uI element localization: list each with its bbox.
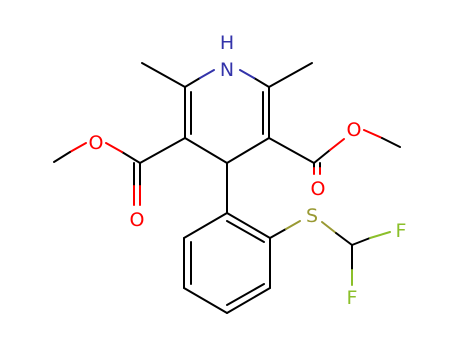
bond-s-chf2-black [335,232,353,246]
bond-left-c-o-black [121,151,141,164]
bond-c6-n-blue [239,69,255,79]
atom-label-o-carbonyl-left: O [130,209,145,231]
bond-c3-c4 [184,137,228,164]
bond-c2-methyl [141,62,186,88]
bond-s-chf2-yellow [321,221,337,234]
bond-ph-s-yellow [285,220,301,230]
atom-label-o-ester-right: O [347,119,362,141]
bond-ph-1 [183,212,228,239]
bond-c5-ester [268,137,315,164]
bonds-oxygen [53,129,401,206]
bond-c2-n-blue [199,69,215,79]
bond-c2-n-black [184,77,201,88]
bond-left-o-me-black [53,151,71,163]
bond-left-o-me-red [69,142,87,153]
atom-label-s: S [306,205,318,227]
bond-ph-6 [226,212,271,239]
bond-right-c-o-red [329,138,345,151]
bonds-heteroatoms [269,220,391,286]
bond-ph-4 [226,287,271,314]
atom-label-o-ester-left: O [89,132,104,154]
atom-labels: H N O O O O S F F [89,32,407,309]
bond-ph-3 [183,287,228,314]
atom-label-f-upper: F [396,220,407,242]
bond-right-o-me-black [381,137,401,148]
atom-label-f-lower: F [347,287,358,309]
bonds-carbon [139,62,353,314]
bond-left-c-o-red [105,142,123,153]
bond-c4-c5 [226,137,270,164]
bond-ph-s-black [269,228,287,239]
atom-label-nh: H [220,32,234,54]
bond-c3-ester [139,137,186,164]
atom-label-o-carbonyl-right: O [311,178,326,200]
bond-right-c-o-black [313,149,331,164]
bond-chf2-f1-black [351,237,371,246]
bond-ph-6-double [226,220,265,243]
atom-label-n: N [220,59,234,81]
bond-ph-4-double [226,283,265,306]
bond-c6-n-black [253,77,270,88]
bond-c6-methyl [268,62,313,88]
bond-chf2-f1-green [369,231,391,239]
bonds-nitrogen [184,69,270,88]
bond-right-o-me-red [363,129,383,139]
